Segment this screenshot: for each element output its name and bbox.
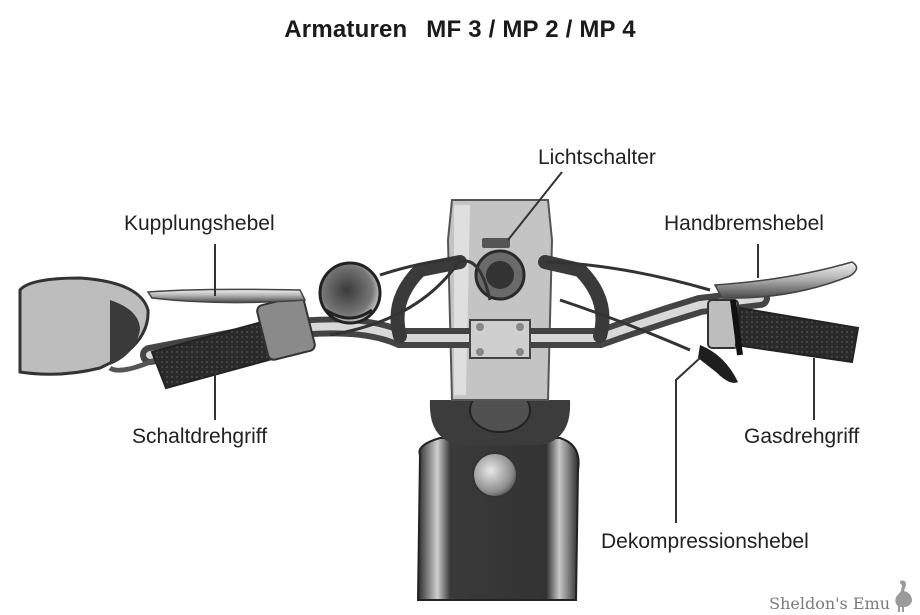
label-gear-twist-grip: Schaltdrehgriff [132, 425, 268, 448]
title-main: Armaturen [284, 16, 408, 43]
handlebar-tube [140, 255, 770, 365]
control-cables [329, 256, 711, 352]
decompression-lever [698, 345, 738, 383]
leader-decompression [675, 357, 701, 523]
left-grip [150, 295, 316, 390]
label-decompression-lever: Dekompressionshebel [601, 530, 809, 553]
leader-light-switch [507, 171, 563, 241]
title-models: MF 3 / MP 2 / MP 4 [426, 16, 636, 43]
right-grip [707, 299, 860, 364]
headlight-housing [446, 199, 554, 401]
light-switch-knob [482, 238, 510, 248]
label-clutch-lever: Kupplungshebel [124, 212, 275, 235]
label-throttle-twist-grip: Gasdrehgriff [744, 425, 860, 448]
fuel-tank [416, 437, 580, 601]
leader-lines [214, 171, 815, 523]
label-hand-brake-lever: Handbremshebel [664, 212, 824, 235]
watermark-text: Sheldon's Emu [769, 594, 890, 613]
bell [318, 261, 382, 325]
emu-icon [895, 580, 912, 612]
watermark: Sheldon's Emu [769, 579, 914, 613]
clutch-lever [146, 288, 307, 304]
diagram-title: Armaturen MF 3 / MP 2 / MP 4 [0, 16, 920, 44]
hand-brake-lever [713, 261, 858, 299]
label-light-switch: Lichtschalter [538, 146, 656, 169]
left-mirror [18, 276, 156, 376]
